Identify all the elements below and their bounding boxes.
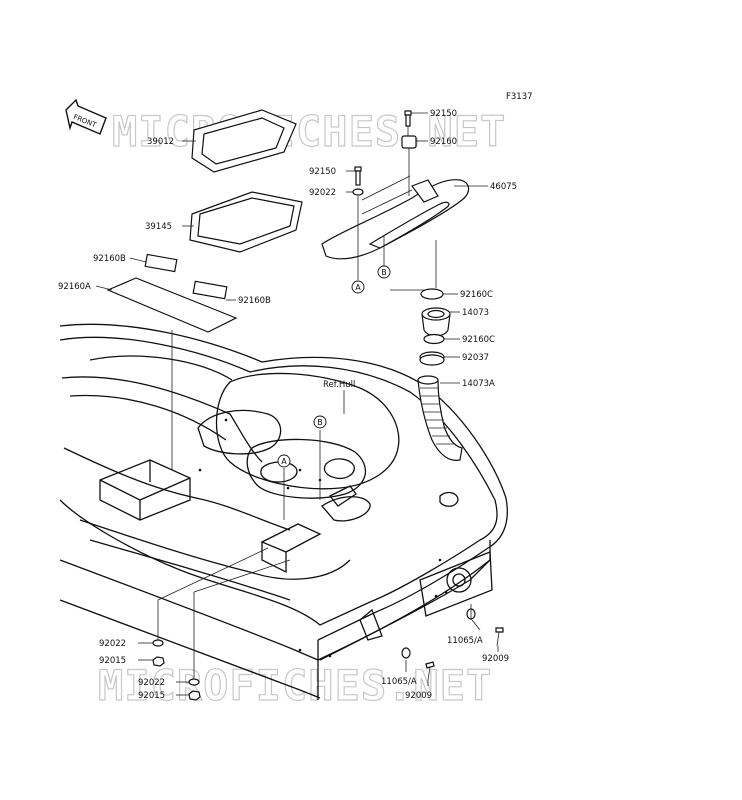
label-92160: 92160 bbox=[430, 137, 457, 147]
hull-body bbox=[59, 323, 508, 700]
label-92022-top: 92022 bbox=[309, 188, 336, 198]
label-46075: 46075 bbox=[490, 182, 517, 192]
label-92015-a: 92015 bbox=[99, 656, 126, 666]
label-92150-top: 92150 bbox=[430, 109, 457, 119]
part-92022-washer-top bbox=[352, 188, 364, 196]
callout-b-top: B bbox=[377, 265, 391, 279]
svg-text:B: B bbox=[381, 268, 387, 277]
part-92022-washer-b bbox=[188, 678, 200, 686]
part-92015-nut-b bbox=[188, 690, 201, 701]
label-92037: 92037 bbox=[462, 353, 489, 363]
svg-text:B: B bbox=[317, 418, 323, 427]
part-92160b-pad-2 bbox=[192, 280, 228, 300]
callout-b-hull: B bbox=[313, 415, 327, 429]
front-arrow-icon: FRONT bbox=[65, 98, 107, 135]
label-14073: 14073 bbox=[462, 308, 489, 318]
label-92022-a: 92022 bbox=[99, 639, 126, 649]
part-39012-cover bbox=[191, 109, 297, 173]
part-92009-screw-2 bbox=[425, 661, 435, 681]
svg-text:A: A bbox=[281, 457, 287, 466]
watermark-top: MICROFICHES.NET bbox=[112, 107, 506, 156]
part-92150-bolt-top bbox=[404, 110, 412, 127]
part-92150-bolt-left bbox=[354, 166, 362, 186]
figure-code: F3137 bbox=[506, 92, 533, 102]
label-ref-hull: Ref.Hull bbox=[323, 380, 355, 390]
label-92009-1: 92009 bbox=[482, 654, 509, 664]
label-11065a-2: 11065/A bbox=[381, 677, 417, 687]
label-92009-2: 92009 bbox=[405, 691, 432, 701]
label-39012: 39012 bbox=[147, 137, 174, 147]
label-92160b-1: 92160B bbox=[93, 254, 126, 264]
label-92160a: 92160A bbox=[58, 282, 91, 292]
label-92160c-2: 92160C bbox=[462, 335, 495, 345]
watermark-bottom: MICROFICHES.NET bbox=[98, 661, 492, 710]
part-92009-screw-1 bbox=[495, 627, 504, 647]
label-92160c-1: 92160C bbox=[460, 290, 493, 300]
label-92150-left: 92150 bbox=[309, 167, 336, 177]
label-92022-b: 92022 bbox=[138, 678, 165, 688]
label-92015-b: 92015 bbox=[138, 691, 165, 701]
label-39145: 39145 bbox=[145, 222, 172, 232]
label-11065a-1: 11065/A bbox=[447, 636, 483, 646]
part-92160-spacer bbox=[401, 135, 417, 149]
part-92022-washer-a bbox=[152, 639, 164, 647]
svg-text:A: A bbox=[355, 283, 361, 292]
part-92160c-ring-1 bbox=[420, 288, 444, 300]
callout-a-hull: A bbox=[277, 454, 291, 468]
part-11065a-cap-2 bbox=[401, 647, 411, 659]
part-92160c-ring-2 bbox=[423, 333, 445, 345]
part-92015-nut-a bbox=[152, 656, 165, 667]
part-46075-handle bbox=[321, 179, 470, 260]
part-labels: 39012 39145 92160B 92160A 92160B 92150 9… bbox=[58, 109, 517, 701]
part-92160a-strip bbox=[106, 277, 238, 333]
part-92160b-pad-1 bbox=[144, 253, 178, 273]
part-14073a-hose bbox=[417, 375, 463, 461]
part-39145-frame bbox=[189, 191, 303, 253]
part-14073-duct bbox=[421, 307, 451, 337]
label-14073a: 14073A bbox=[462, 379, 495, 389]
part-92037-clamp bbox=[419, 351, 445, 366]
callout-a-top: A bbox=[351, 280, 365, 294]
label-92160b-2: 92160B bbox=[238, 296, 271, 306]
leader-lines bbox=[95, 112, 499, 696]
